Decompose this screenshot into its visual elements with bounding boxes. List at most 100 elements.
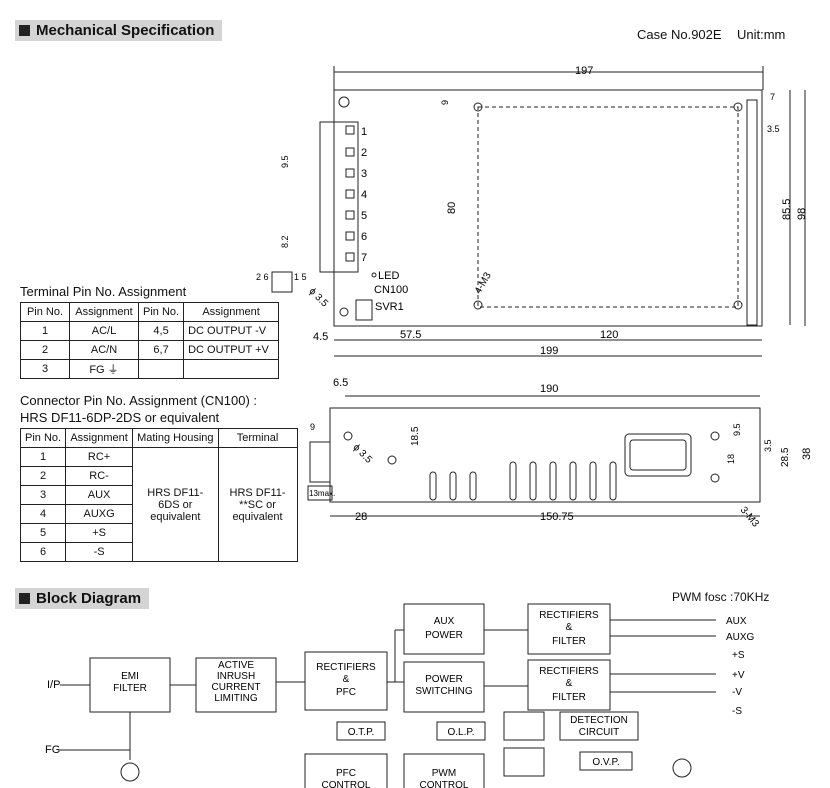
table-cell: RC-	[65, 466, 134, 486]
pin-label-1: 1	[361, 126, 367, 138]
pin-label-5: 5	[361, 210, 367, 222]
dim-57-5: 57.5	[400, 329, 421, 341]
table-cell: -S	[65, 542, 134, 562]
side-chassis	[329, 407, 761, 503]
table-cell: DC OUTPUT +V	[183, 340, 280, 360]
pin-label-6: 6	[361, 231, 367, 243]
inrush-label: ACTIVE	[218, 660, 254, 671]
table-row: 1 AC/L 4,5 DC OUTPUT -V	[20, 321, 280, 341]
emi-label: FILTER	[113, 683, 147, 694]
table-cell: 5	[19, 523, 67, 543]
table-cell: AUX	[65, 485, 134, 505]
otp-label: O.T.P.	[348, 727, 375, 738]
rect-filter-label: &	[566, 622, 573, 633]
fg-label: FG	[45, 744, 60, 756]
unit-label: Unit:mm	[737, 27, 786, 42]
table-row: 3 FG ⏚	[20, 359, 280, 379]
housing-cell: HRS DF11-6DS or equivalent	[132, 447, 219, 562]
dim-13max: 13max.	[309, 489, 335, 498]
terminal-block	[319, 121, 359, 273]
table-cell: 1	[20, 321, 70, 341]
table-cell: FG ⏚	[69, 359, 139, 379]
output-label-aux: AUX	[726, 616, 747, 627]
top-view-drawing: 197 1 2 3 4 5 6 7 9.5 8.2 9 80 7 3.5 85.…	[256, 65, 808, 357]
pfc-control-label: PFC	[336, 768, 356, 779]
output-label-plus-v: +V	[732, 670, 745, 681]
table-row: 1 RC+ HRS DF11-6DS or equivalent HRS DF1…	[19, 447, 298, 562]
table-cell	[183, 359, 280, 379]
block-diagram-title: Block Diagram	[36, 590, 142, 607]
dim-9-5-side: 9.5	[732, 423, 742, 436]
table-row: 5+S	[19, 523, 298, 543]
aux-power-label: POWER	[425, 630, 463, 641]
dim-7: 7	[770, 92, 775, 102]
case-number: Case No.902E	[637, 27, 722, 42]
dim-38: 38	[801, 448, 813, 460]
table-cell: 1	[19, 447, 67, 467]
dim-8-2: 8.2	[280, 235, 290, 248]
rect-filter-label: FILTER	[552, 692, 586, 703]
pin-label-7: 7	[361, 252, 367, 264]
dim-28: 28	[355, 511, 367, 523]
ovp-label: O.V.P.	[592, 757, 619, 768]
table-cell: RC+	[65, 447, 134, 467]
table-cell: 6	[19, 542, 67, 562]
conn-pins-bottom: 2 6	[256, 272, 269, 282]
header-square-icon	[19, 593, 30, 604]
dim-80: 80	[446, 202, 458, 214]
dim-4-m3: 4-M3	[473, 270, 494, 296]
connector-header: Assignment	[65, 428, 134, 448]
block-diagram-header: Block Diagram	[15, 588, 150, 609]
cn100-connector	[271, 271, 293, 293]
pwm-control-label: PWM	[432, 768, 456, 779]
connector-table: Pin No. Assignment Mating Housing Termin…	[19, 428, 298, 562]
table-cell: 4	[19, 504, 67, 524]
table-row: 2 AC/N 6,7 DC OUTPUT +V	[20, 340, 280, 360]
connector-header: Terminal	[217, 428, 298, 448]
rect-filter-label: &	[566, 678, 573, 689]
dim-6-5: 6.5	[333, 377, 348, 389]
dim-9-5: 9.5	[280, 155, 290, 168]
dim-197: 197	[575, 65, 593, 77]
block-diagram: I/P FG EMI FILTER ACTIVE INRUSH CURRENT …	[45, 603, 755, 788]
detect-label: CIRCUIT	[579, 727, 620, 738]
rect-filter-label: RECTIFIERS	[539, 610, 599, 621]
side-view-drawing: 6.5 190 13max. 9 ϕ 3.5 18.5 9.5 18 3.5 2…	[307, 377, 813, 530]
pin-label-2: 2	[361, 147, 367, 159]
output-label-minus-s: -S	[732, 706, 742, 717]
terminal-header: Assignment	[183, 302, 280, 322]
ground-icon	[120, 762, 140, 782]
detect-label: DETECTION	[570, 715, 628, 726]
rect-pfc-label: &	[343, 674, 350, 685]
table-cell: 6,7	[137, 340, 185, 360]
table-cell: 3	[19, 485, 67, 505]
table-cell: AC/L	[69, 321, 139, 341]
table-cell: 4,5	[137, 321, 185, 341]
pin-label-4: 4	[361, 189, 367, 201]
conn-pins-top: 1 5	[294, 272, 307, 282]
rect-pfc-label: RECTIFIERS	[316, 662, 376, 673]
inrush-label: CURRENT	[212, 682, 261, 693]
connector-header: Mating Housing	[132, 428, 219, 448]
svr1-label: SVR1	[375, 301, 404, 313]
table-cell: 2	[19, 466, 67, 486]
table-cell: AUXG	[65, 504, 134, 524]
terminal-table: Pin No. Assignment Pin No. Assignment 1 …	[20, 302, 280, 379]
table-cell: +S	[65, 523, 134, 543]
dim-120: 120	[600, 329, 618, 341]
olp-label: O.L.P.	[447, 727, 474, 738]
connector-title-1: Connector Pin No. Assignment (CN100) :	[20, 393, 257, 408]
led-label: LED	[378, 270, 399, 282]
terminal-cell: HRS DF11-**SC or equivalent	[217, 447, 298, 562]
dim-9-top: 9	[440, 100, 450, 105]
dim-phi-side: ϕ 3.5	[350, 442, 374, 466]
table-cell: 2	[20, 340, 70, 360]
dim-phi-3-5: ϕ 3.5	[306, 286, 330, 310]
power-sw-label: POWER	[425, 674, 463, 685]
mech-spec-header: Mechanical Specification	[15, 20, 223, 41]
terminal-title: Terminal Pin No. Assignment	[20, 284, 187, 299]
power-sw-label: SWITCHING	[415, 686, 472, 697]
rect-filter-label: RECTIFIERS	[539, 666, 599, 677]
